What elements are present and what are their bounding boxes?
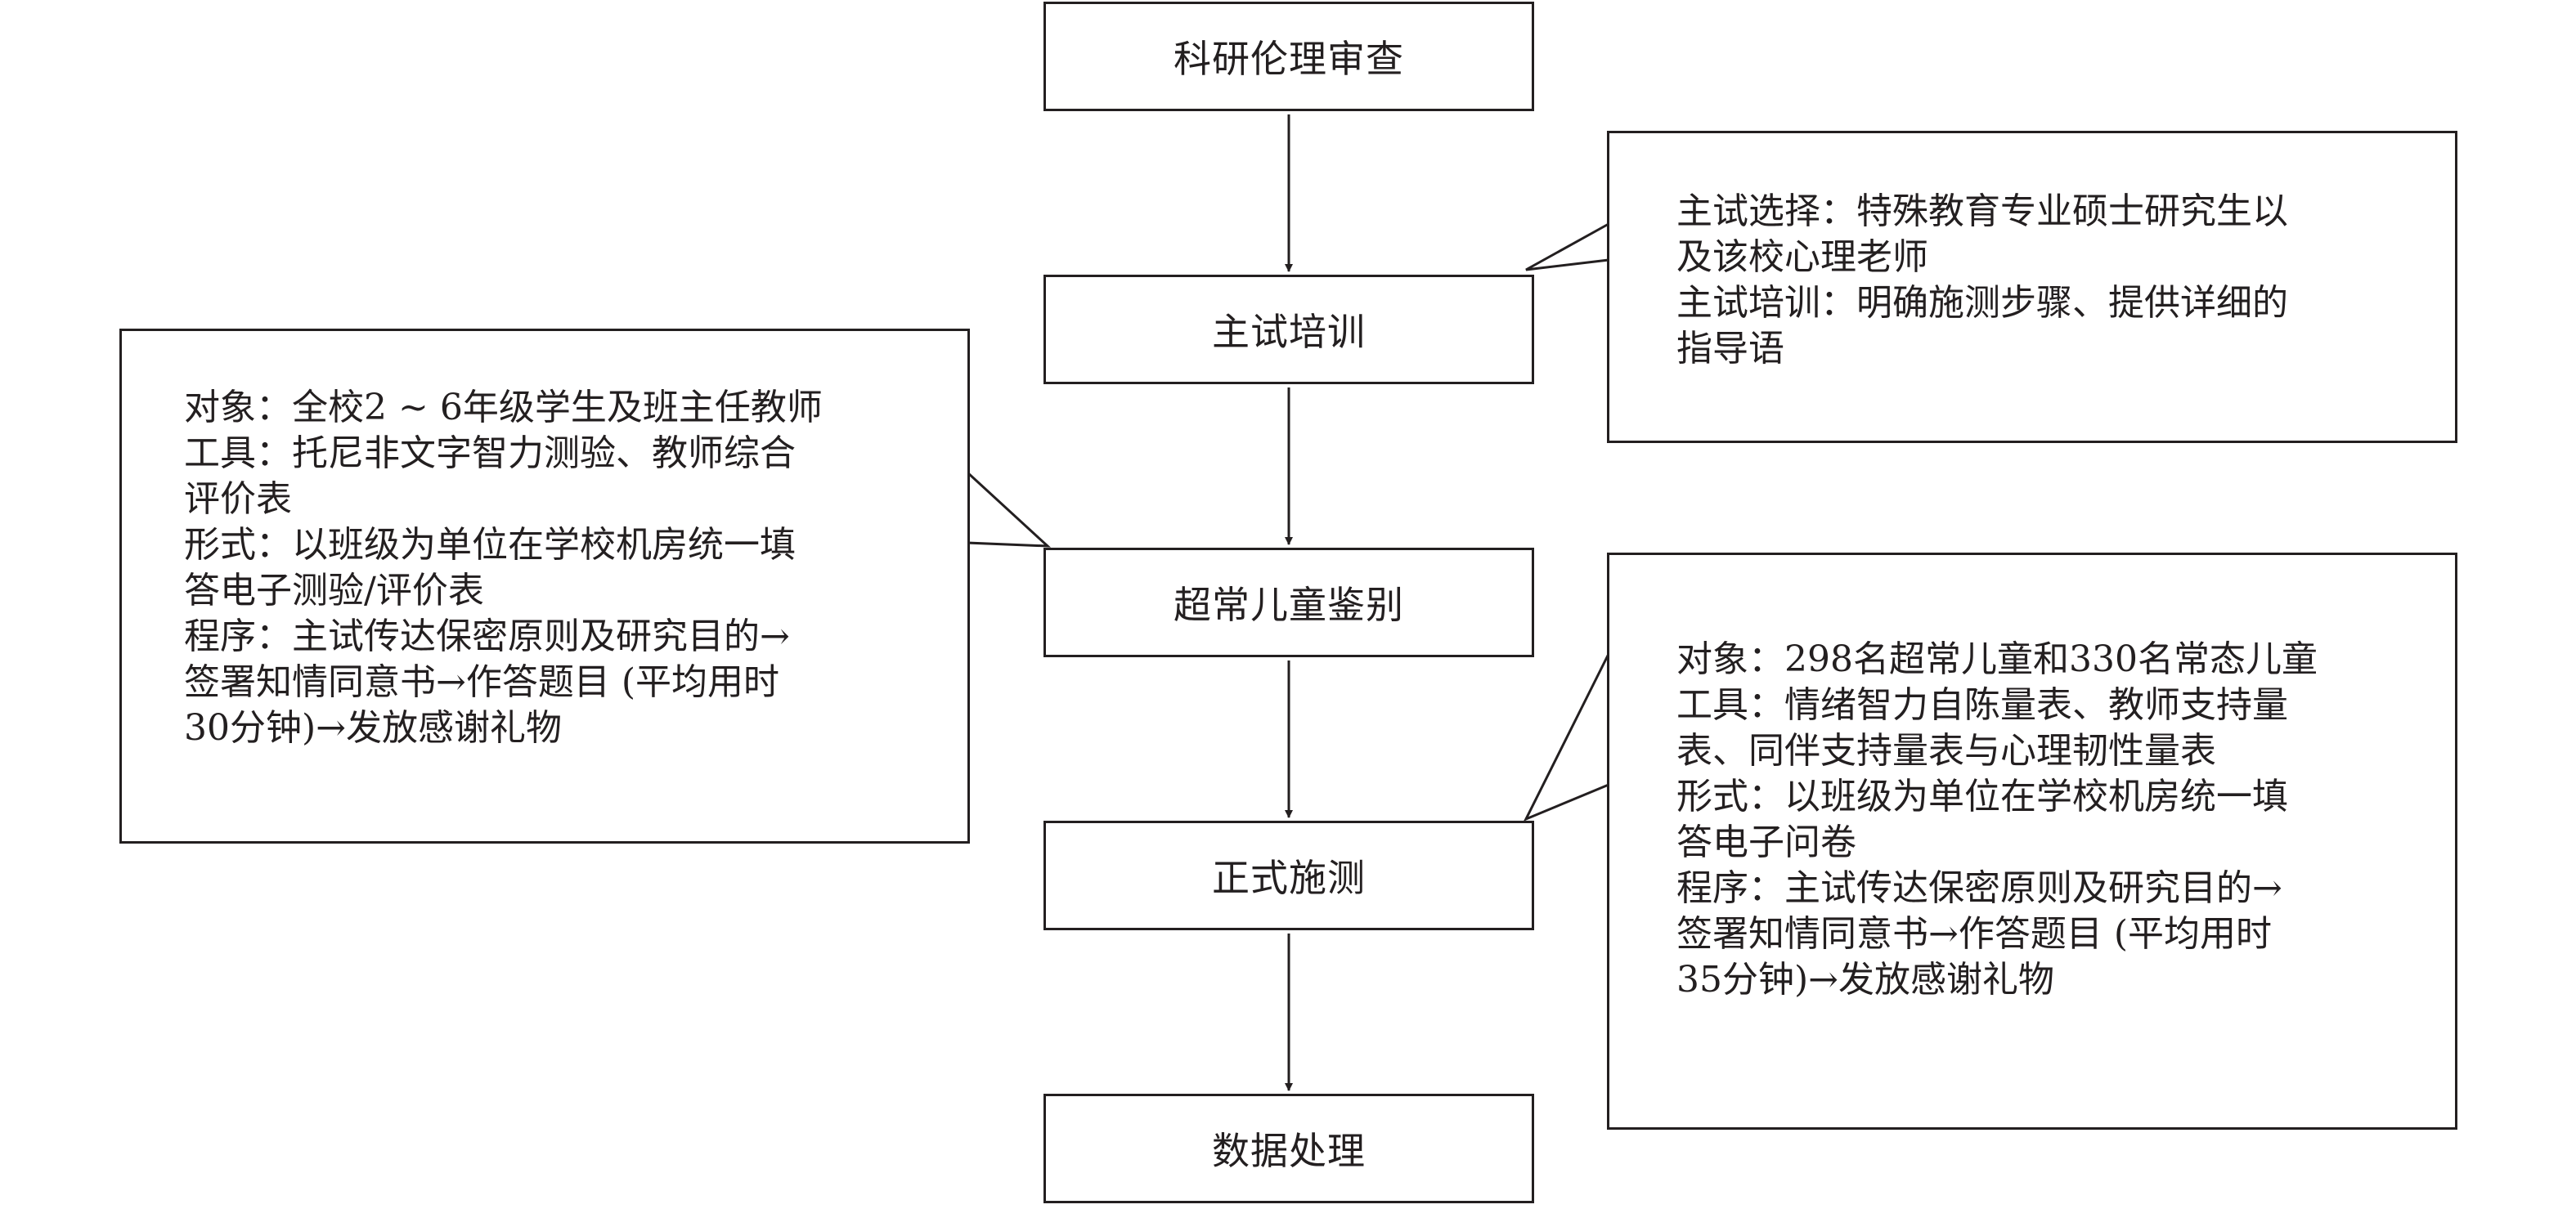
note-formal-test: 对象：298名超常儿童和330名常态儿童 工具：情绪智力自陈量表、教师支持量 表… — [1607, 553, 2457, 1130]
note-line: 评价表 — [184, 478, 292, 520]
note-line: 工具：情绪智力自陈量表、教师支持量 — [1676, 684, 2288, 726]
note-line: 答电子问卷 — [1676, 822, 1856, 863]
callout-tail-formal-test — [1523, 653, 1610, 822]
note-line: 形式：以班级为单位在学校机房统一填 — [184, 524, 796, 566]
step-ethics-review: 科研伦理审查 — [1043, 2, 1534, 111]
note-line: 答电子测验/评价表 — [184, 570, 484, 611]
note-line: 35分钟)→发放感谢礼物 — [1676, 959, 2055, 1001]
note-line: 签署知情同意书→作答题目 (平均用时 — [184, 661, 780, 703]
note-line: 对象：全校2 ~ 6年级学生及班主任教师 — [184, 387, 823, 428]
step-examiner-training: 主试培训 — [1043, 275, 1534, 384]
step-formal-testing: 正式施测 — [1043, 821, 1534, 930]
note-line: 对象：298名超常儿童和330名常态儿童 — [1676, 638, 2318, 680]
note-line: 签署知情同意书→作答题目 (平均用时 — [1676, 913, 2273, 955]
note-line: 形式：以班级为单位在学校机房统一填 — [1676, 776, 2288, 817]
note-line: 程序：主试传达保密原则及研究目的→ — [184, 616, 790, 657]
note-line: 主试选择：特殊教育专业硕士研究生以 — [1676, 190, 2288, 232]
callout-tail-identification — [966, 469, 1052, 548]
note-line: 及该校心理老师 — [1676, 236, 1928, 278]
callout-tail-training — [1525, 222, 1610, 271]
note-training: 主试选择：特殊教育专业硕士研究生以 及该校心理老师 主试培训：明确施测步骤、提供… — [1607, 131, 2457, 443]
step-data-processing: 数据处理 — [1043, 1094, 1534, 1203]
step-gifted-identification: 超常儿童鉴别 — [1043, 548, 1534, 657]
note-line: 工具：托尼非文字智力测验、教师综合 — [184, 432, 796, 474]
note-identification: 对象：全校2 ~ 6年级学生及班主任教师 工具：托尼非文字智力测验、教师综合 评… — [119, 329, 970, 844]
note-line: 表、同伴支持量表与心理韧性量表 — [1676, 730, 2216, 772]
note-line: 程序：主试传达保密原则及研究目的→ — [1676, 867, 2282, 909]
note-line: 30分钟)→发放感谢礼物 — [184, 707, 563, 749]
note-line: 主试培训：明确施测步骤、提供详细的 — [1676, 282, 2288, 324]
note-line: 指导语 — [1676, 328, 1784, 369]
